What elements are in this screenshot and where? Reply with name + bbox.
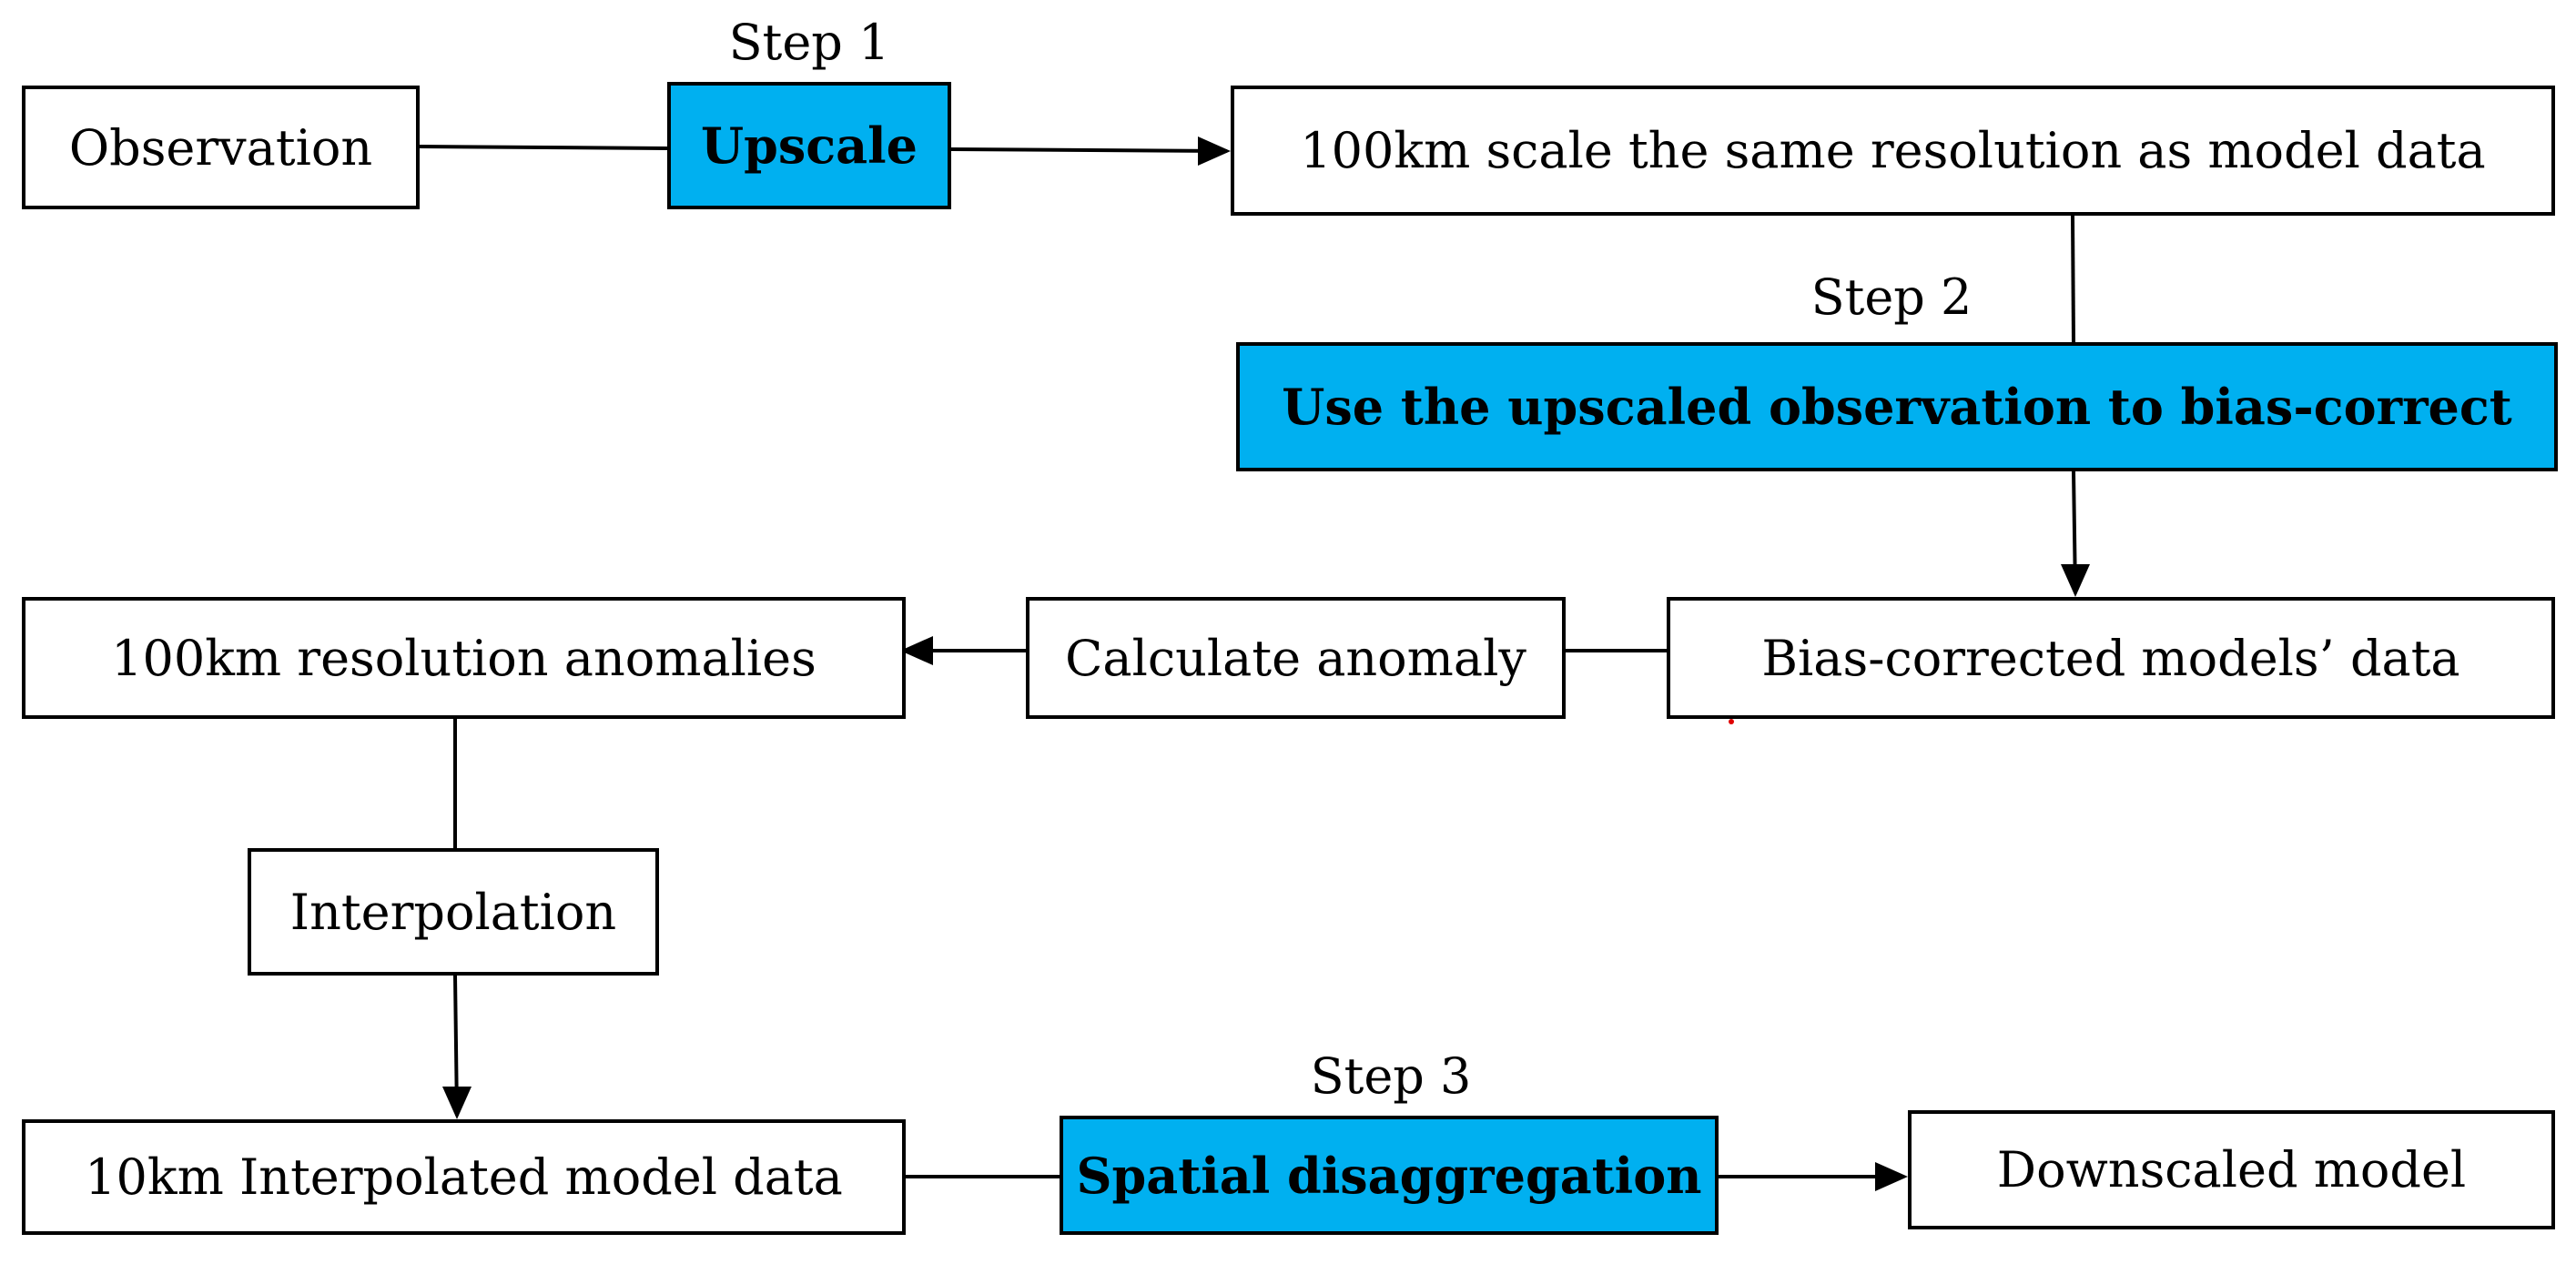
interpolation-box: Interpolation — [248, 848, 659, 976]
step-1-label: Step 1 — [728, 14, 890, 71]
step-2-label: Step 2 — [1810, 268, 1973, 326]
bias-corrected-data-box: Bias-corrected models’ data — [1667, 597, 2555, 719]
interpolated-10km-box: 10km Interpolated model data — [22, 1119, 906, 1235]
upscale-step-box: Upscale — [667, 82, 951, 209]
scale-100km-box: 100km scale the same resolution as model… — [1231, 86, 2555, 216]
spatial-disaggregation-step-box: Spatial disaggregation — [1060, 1116, 1719, 1235]
arrowhead-interpolated-10km — [442, 1087, 472, 1119]
connector-scale-100km-bias-correct — [2071, 215, 2075, 343]
arrowhead-bias-corrected-data — [2061, 564, 2090, 597]
observation-box: Observation — [22, 86, 420, 209]
arrowhead-downscaled-model — [1875, 1162, 1908, 1191]
arrow-upscale-to-scale-100km — [950, 147, 1228, 153]
bias-correct-step-box: Use the upscaled observation to bias-cor… — [1236, 342, 2558, 471]
anomalies-100km-box: 100km resolution anomalies — [22, 597, 906, 719]
arrowhead-scale-100km — [1198, 137, 1231, 166]
stray-red-mark — [1729, 719, 1734, 724]
downscaled-model-box: Downscaled model — [1908, 1110, 2555, 1229]
step-3-label: Step 3 — [1310, 1047, 1472, 1105]
arrowhead-anomalies-100km — [900, 636, 933, 665]
connector-observation-upscale — [419, 145, 668, 150]
calculate-anomaly-box: Calculate anomaly — [1026, 597, 1566, 719]
